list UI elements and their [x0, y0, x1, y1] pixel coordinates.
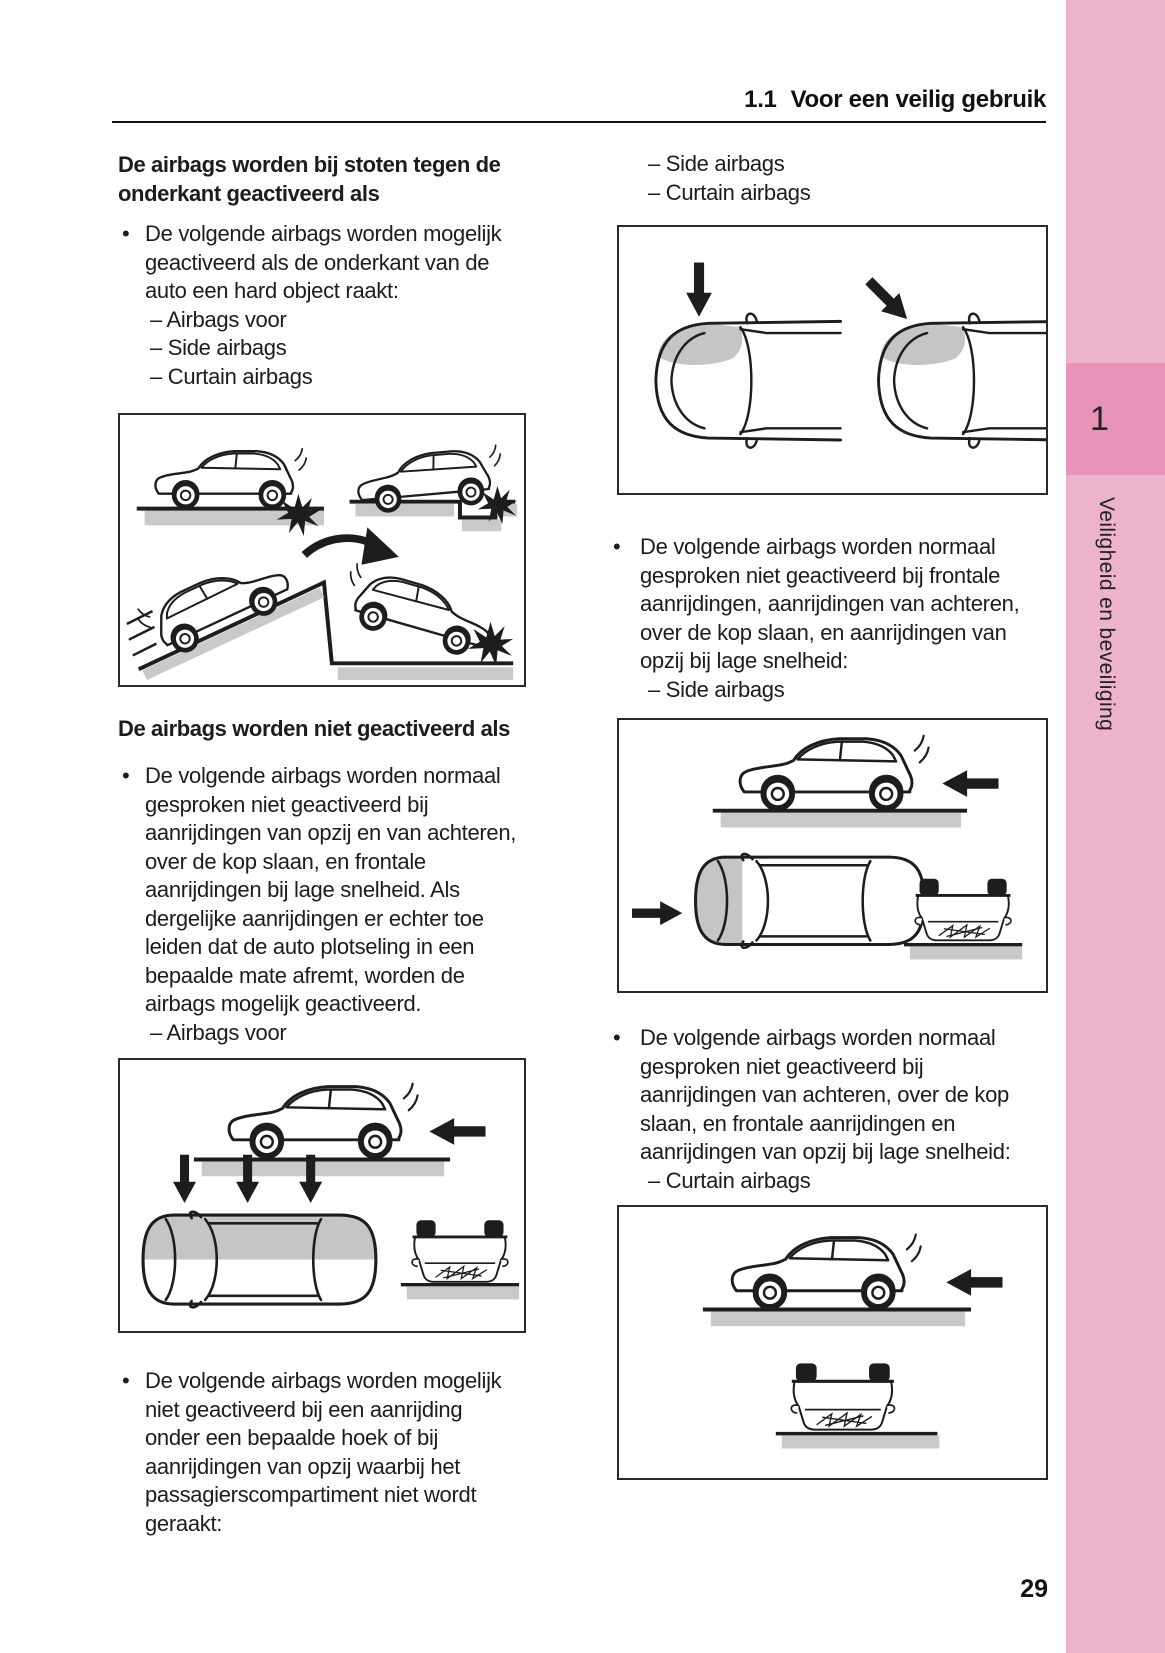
heading-not-deployed: De airbags worden niet geactiveerd als [118, 716, 510, 741]
bullet-icon: • [122, 1368, 130, 1393]
section-title: Voor een veilig gebruik [790, 86, 1047, 113]
list-item-curtain-airbags: – Curtain airbags [150, 363, 313, 389]
down-arrow-icon [173, 1154, 197, 1204]
car-top-side-impact-icon [143, 1212, 376, 1308]
figure-side-airbag-non-deployment [617, 718, 1048, 993]
list-item-curtain-airbags: – Curtain airbags [648, 1167, 811, 1193]
car-front-corner-impact-icon [654, 312, 843, 450]
curtain-airbag-non-deployment-illustration [702, 1207, 1003, 1449]
car-top-front-impact-icon [696, 854, 925, 948]
car-side-icon [229, 1084, 418, 1156]
rear-impact-arrow-icon [946, 1269, 1003, 1296]
chapter-number: 1 [1090, 399, 1109, 438]
side-airbag-non-deployment-illustration [631, 720, 1023, 960]
bullet-curtain-airbags: •De volgende airbags worden normaal gesp… [613, 1025, 1011, 1164]
bullet-icon: • [122, 763, 130, 788]
section-header: 1.1 Voor een veilig gebruik [744, 86, 1046, 114]
car-side-icon [732, 1235, 921, 1307]
header-rule [112, 121, 1046, 123]
diagonal-arrow-icon [859, 271, 917, 329]
figure-curtain-airbag-non-deployment [617, 1205, 1048, 1480]
rear-impact-arrow-icon [429, 1118, 486, 1145]
list-item-airbags-voor: – Airbags voor [150, 306, 287, 332]
overturned-car-icon [410, 1218, 510, 1284]
left-column: De airbags worden bij stoten tegen de on… [116, 150, 526, 1538]
bullet-icon: • [122, 221, 130, 246]
right-column: – Side airbags – Curtain airbags •De vol… [608, 150, 1048, 1480]
bullet-side-airbags: •De volgende airbags worden normaal gesp… [613, 534, 1020, 673]
bullet-angled-impact: •De volgende airbags worden mogelijk nie… [122, 1368, 502, 1536]
figure-front-airbag-non-deployment [118, 1058, 526, 1333]
bullet-icon: • [613, 534, 621, 559]
list-item-airbags-voor: – Airbags voor [150, 1019, 287, 1045]
figure-corner-impacts [617, 225, 1048, 495]
page-number: 29 [1020, 1575, 1048, 1603]
heading-underside-activation: De airbags worden bij stoten tegen de on… [118, 152, 501, 206]
list-item-curtain-airbags: – Curtain airbags [648, 179, 811, 205]
car-side-icon [740, 736, 929, 808]
list-item-side-airbags: – Side airbags [150, 335, 287, 360]
car-front-corner-impact-icon [877, 312, 1046, 450]
chapter-sidebar: 1 Veiligheid en beveiliging [1066, 0, 1165, 1653]
rear-impact-arrow-icon [942, 770, 999, 797]
underside-impact-illustration [126, 415, 518, 681]
bullet-icon: • [613, 1025, 621, 1050]
list-item-side-airbags: – Side airbags [648, 151, 785, 176]
figure-underside-impacts [118, 413, 526, 687]
chapter-title-vertical: Veiligheid en beveiliging [1095, 497, 1118, 732]
car-hitting-curb-icon [155, 449, 306, 507]
front-airbag-non-deployment-illustration [120, 1060, 520, 1331]
bullet-not-deployed: •De volgende airbags worden normaal gesp… [122, 763, 517, 1016]
list-item-side-airbags: – Side airbags [648, 676, 785, 702]
section-number: 1.1 [744, 86, 777, 113]
down-arrow-icon [686, 262, 712, 317]
bullet-underside-activation: •De volgende airbags worden mogelijk gea… [122, 221, 502, 303]
curved-arrow-icon [361, 527, 399, 565]
chapter-tab[interactable]: 1 [1066, 363, 1165, 475]
overturned-car-icon [913, 877, 1013, 942]
corner-impact-illustration [654, 262, 1046, 450]
overturned-car-icon [789, 1361, 897, 1432]
front-impact-arrow-icon [631, 901, 683, 926]
